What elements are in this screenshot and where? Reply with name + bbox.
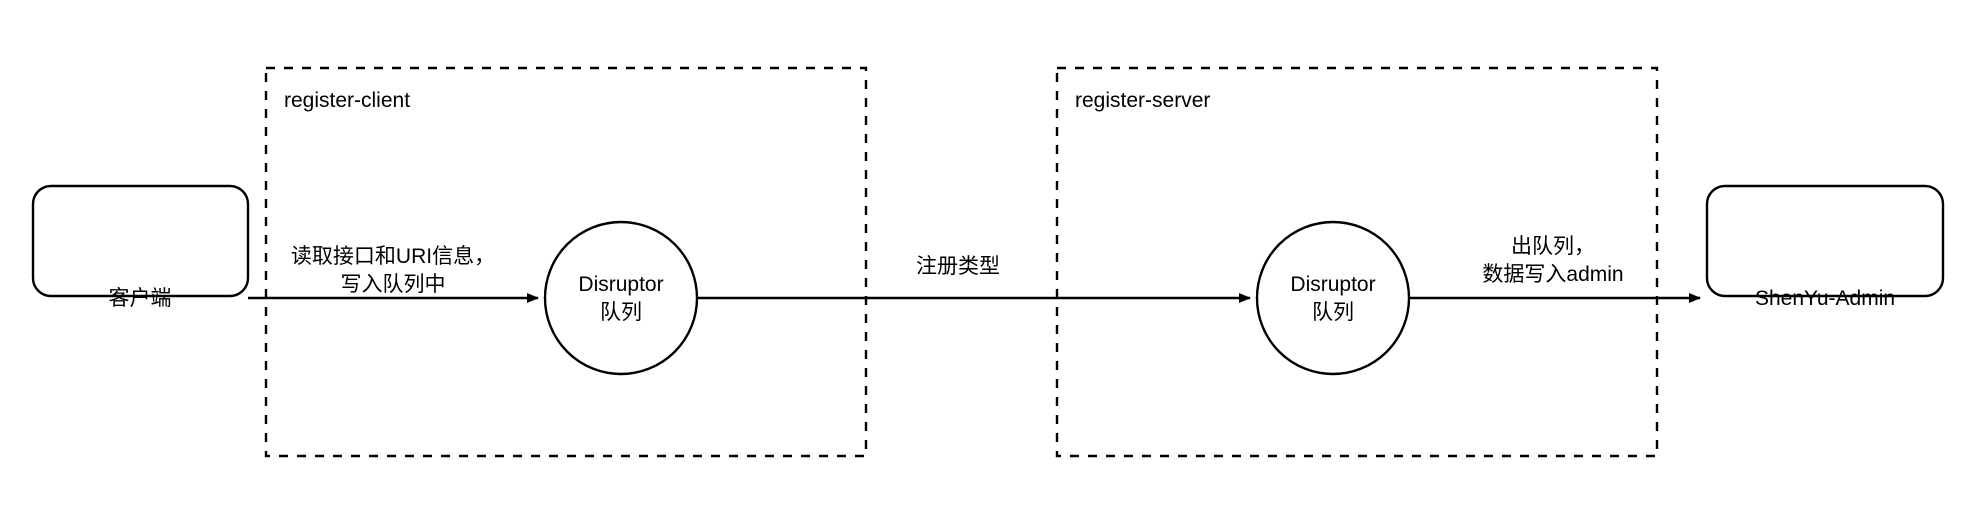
- edge-label-disruptor-server-to-admin-line1: 出队列，: [1511, 235, 1595, 258]
- node-label-disruptor-server-line2: 队列: [1312, 301, 1354, 324]
- edge-label-client-to-disruptor-client-line2: 写入队列中: [340, 273, 446, 296]
- edge-label-client-to-disruptor-client-line1: 读取接口和URI信息，: [290, 245, 496, 268]
- node-label-shenyu-admin: ShenYu-Admin: [1754, 287, 1896, 310]
- node-label-client: 客户端: [108, 287, 172, 310]
- edge-label-disruptor-client-to-disruptor-server: 注册类型: [916, 255, 1000, 278]
- node-label-disruptor-client-line2: 队列: [600, 301, 642, 324]
- edge-label-disruptor-server-to-admin-line2: 数据写入admin: [1482, 263, 1624, 286]
- group-box-register-server: [1055, 66, 1659, 458]
- node-label-disruptor-server-line1: Disruptor: [1290, 273, 1376, 296]
- group-title-register-server: register-server: [1075, 89, 1211, 112]
- group-box-register-client: [264, 66, 868, 458]
- node-shape-shenyu-admin[interactable]: [1705, 184, 1945, 298]
- group-title-register-client: register-client: [284, 89, 411, 112]
- node-shape-client[interactable]: [31, 184, 250, 298]
- node-shape-disruptor-server[interactable]: [1255, 220, 1411, 376]
- node-label-disruptor-client-line1: Disruptor: [578, 273, 664, 296]
- node-shape-disruptor-client[interactable]: [543, 220, 699, 376]
